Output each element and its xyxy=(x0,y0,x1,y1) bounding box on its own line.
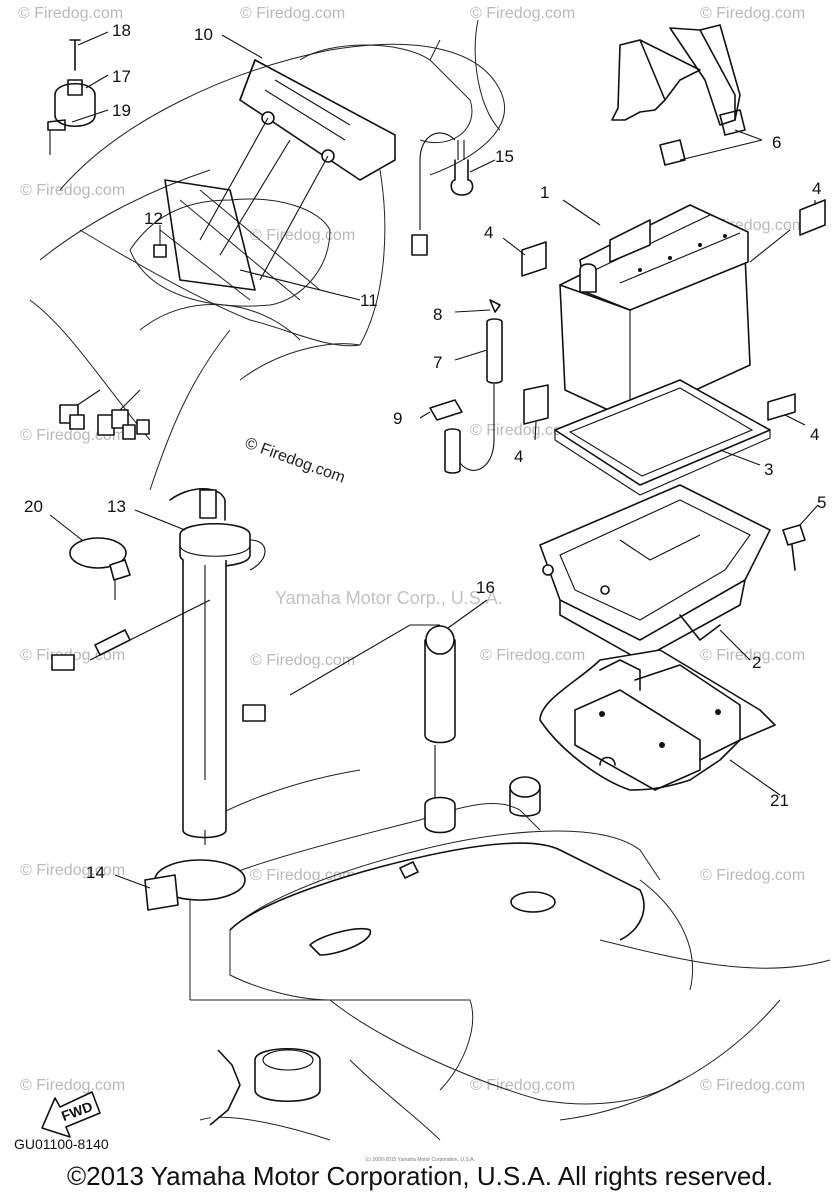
tiny-notice: (c) 2000-2015 Yamaha Motor Corporation, … xyxy=(365,1157,475,1163)
watermark-text: © Firedog.com xyxy=(250,227,355,244)
callout-4: 4 xyxy=(810,425,819,444)
callout-4: 4 xyxy=(514,447,523,466)
sensor-clip-assembly xyxy=(47,39,96,155)
battery-pad xyxy=(554,379,771,496)
watermark-text: © Firedog.com xyxy=(480,647,585,664)
callout-18: 18 xyxy=(112,21,131,40)
callout-11: 11 xyxy=(360,291,378,310)
firedog-label: © Firedog.com xyxy=(243,435,348,487)
watermark-center-text: Yamaha Motor Corp., U.S.A. xyxy=(275,588,503,608)
callout-1: 1 xyxy=(540,183,549,202)
callout-6: 6 xyxy=(772,133,781,152)
callout-5: 5 xyxy=(817,493,826,512)
hull-outline xyxy=(29,19,831,1141)
callout-20: 20 xyxy=(24,497,43,516)
catalog-code: GU01100-8140 xyxy=(14,1136,109,1152)
callout-4: 4 xyxy=(484,223,493,242)
watermark-text: © Firedog.com xyxy=(240,5,345,22)
fuel-tank xyxy=(209,776,645,1126)
connector-12 xyxy=(153,244,167,258)
clamp-14 xyxy=(144,859,246,911)
callout-19: 19 xyxy=(112,101,131,120)
callout-15: 15 xyxy=(495,147,514,166)
harness-connectors xyxy=(59,389,150,440)
callout-8: 8 xyxy=(433,305,442,324)
callout-2: 2 xyxy=(752,653,761,672)
watermark-text: © Firedog.com xyxy=(700,1077,805,1094)
meter-unit xyxy=(164,59,396,291)
callout-21: 21 xyxy=(770,791,789,810)
callout-10: 10 xyxy=(194,25,213,44)
sensor-15 xyxy=(411,132,474,256)
watermark-text: © Firedog.com xyxy=(250,867,355,884)
callout-17: 17 xyxy=(112,67,131,86)
callout-16: 16 xyxy=(476,578,495,597)
watermark-text: © Firedog.com xyxy=(700,5,805,22)
label-pads xyxy=(521,199,826,425)
battery-bands xyxy=(611,24,746,166)
sensor-16 xyxy=(242,624,456,834)
clamp-20 xyxy=(69,537,131,600)
watermark-text: © Firedog.com xyxy=(250,652,355,669)
mounting-bracket xyxy=(539,649,776,791)
leader-lines xyxy=(49,31,819,889)
breather-hose xyxy=(429,299,503,474)
watermark-text: © Firedog.com xyxy=(700,647,805,664)
fuel-sender xyxy=(169,488,266,845)
callout-9: 9 xyxy=(393,409,402,428)
watermark-text: © Firedog.com xyxy=(470,5,575,22)
sender-wire xyxy=(51,599,211,671)
callout-7: 7 xyxy=(433,353,442,372)
watermark-text: © Firedog.com xyxy=(20,862,125,879)
battery xyxy=(559,204,751,421)
callout-14: 14 xyxy=(86,863,105,882)
callout-4: 4 xyxy=(812,179,821,198)
watermark-text: © Firedog.com xyxy=(470,1077,575,1094)
bolt xyxy=(782,524,806,571)
callout-12: 12 xyxy=(144,209,163,228)
callout-13: 13 xyxy=(107,497,126,516)
watermark-text: © Firedog.com xyxy=(700,867,805,884)
callout-labels: 1 2 3 4 4 4 4 5 6 7 8 9 10 11 12 13 14 1… xyxy=(24,21,826,882)
callout-3: 3 xyxy=(764,460,773,479)
battery-box xyxy=(539,484,771,661)
copyright-notice: ©2013 Yamaha Motor Corporation, U.S.A. A… xyxy=(66,1161,774,1191)
fwd-arrow: FWD xyxy=(41,1091,101,1138)
watermark-text: © Firedog.com xyxy=(18,5,123,22)
watermark-text: © Firedog.com xyxy=(470,422,575,439)
watermark-text: © Firedog.com xyxy=(20,1077,125,1094)
watermark-text: © Firedog.com xyxy=(20,182,125,199)
